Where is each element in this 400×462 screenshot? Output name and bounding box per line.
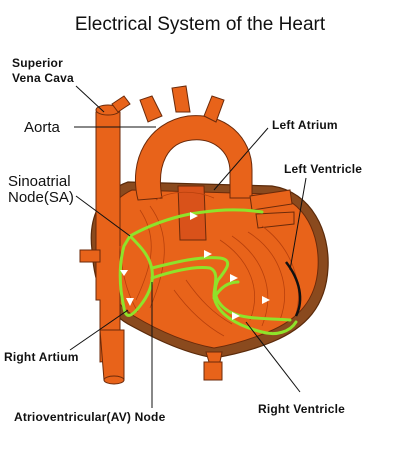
pulmonary-artery-right-1 xyxy=(249,189,293,211)
left-ventricle-wall xyxy=(285,261,302,317)
inferior-vena-cava-vessel xyxy=(99,329,125,381)
label-right-ventricle: Right Ventricle xyxy=(258,402,346,416)
label-left-atrium: Left Atrium xyxy=(272,118,338,132)
label-right-atrium: Right Artium xyxy=(4,350,79,364)
label-aorta: Aorta xyxy=(24,119,60,136)
label-av-node: Atrioventricular(AV) Node xyxy=(14,410,166,424)
vena-cava-branch xyxy=(111,95,131,113)
aortic-arch xyxy=(134,115,253,201)
muscle-texture xyxy=(119,191,299,337)
ivc-opening xyxy=(103,375,125,385)
leader-lines xyxy=(69,85,307,408)
label-left-ventricle: Left Ventricle xyxy=(284,162,363,176)
inferior-vessel xyxy=(203,361,223,381)
aorta-branch-2 xyxy=(171,85,191,113)
aorta-branch-1 xyxy=(139,95,163,123)
label-sinoatrial-node: Sinoatrial Node(SA) xyxy=(8,173,74,206)
aorta-branch-3 xyxy=(203,95,225,123)
label-superior-vena-cava: Superior Vena Cava xyxy=(12,56,74,85)
pulmonary-artery-right-2 xyxy=(255,211,295,229)
diagram-title: Electrical System of the Heart xyxy=(74,14,326,35)
pulmonary-vein-left xyxy=(79,249,101,263)
conduction-arrows xyxy=(120,212,270,320)
